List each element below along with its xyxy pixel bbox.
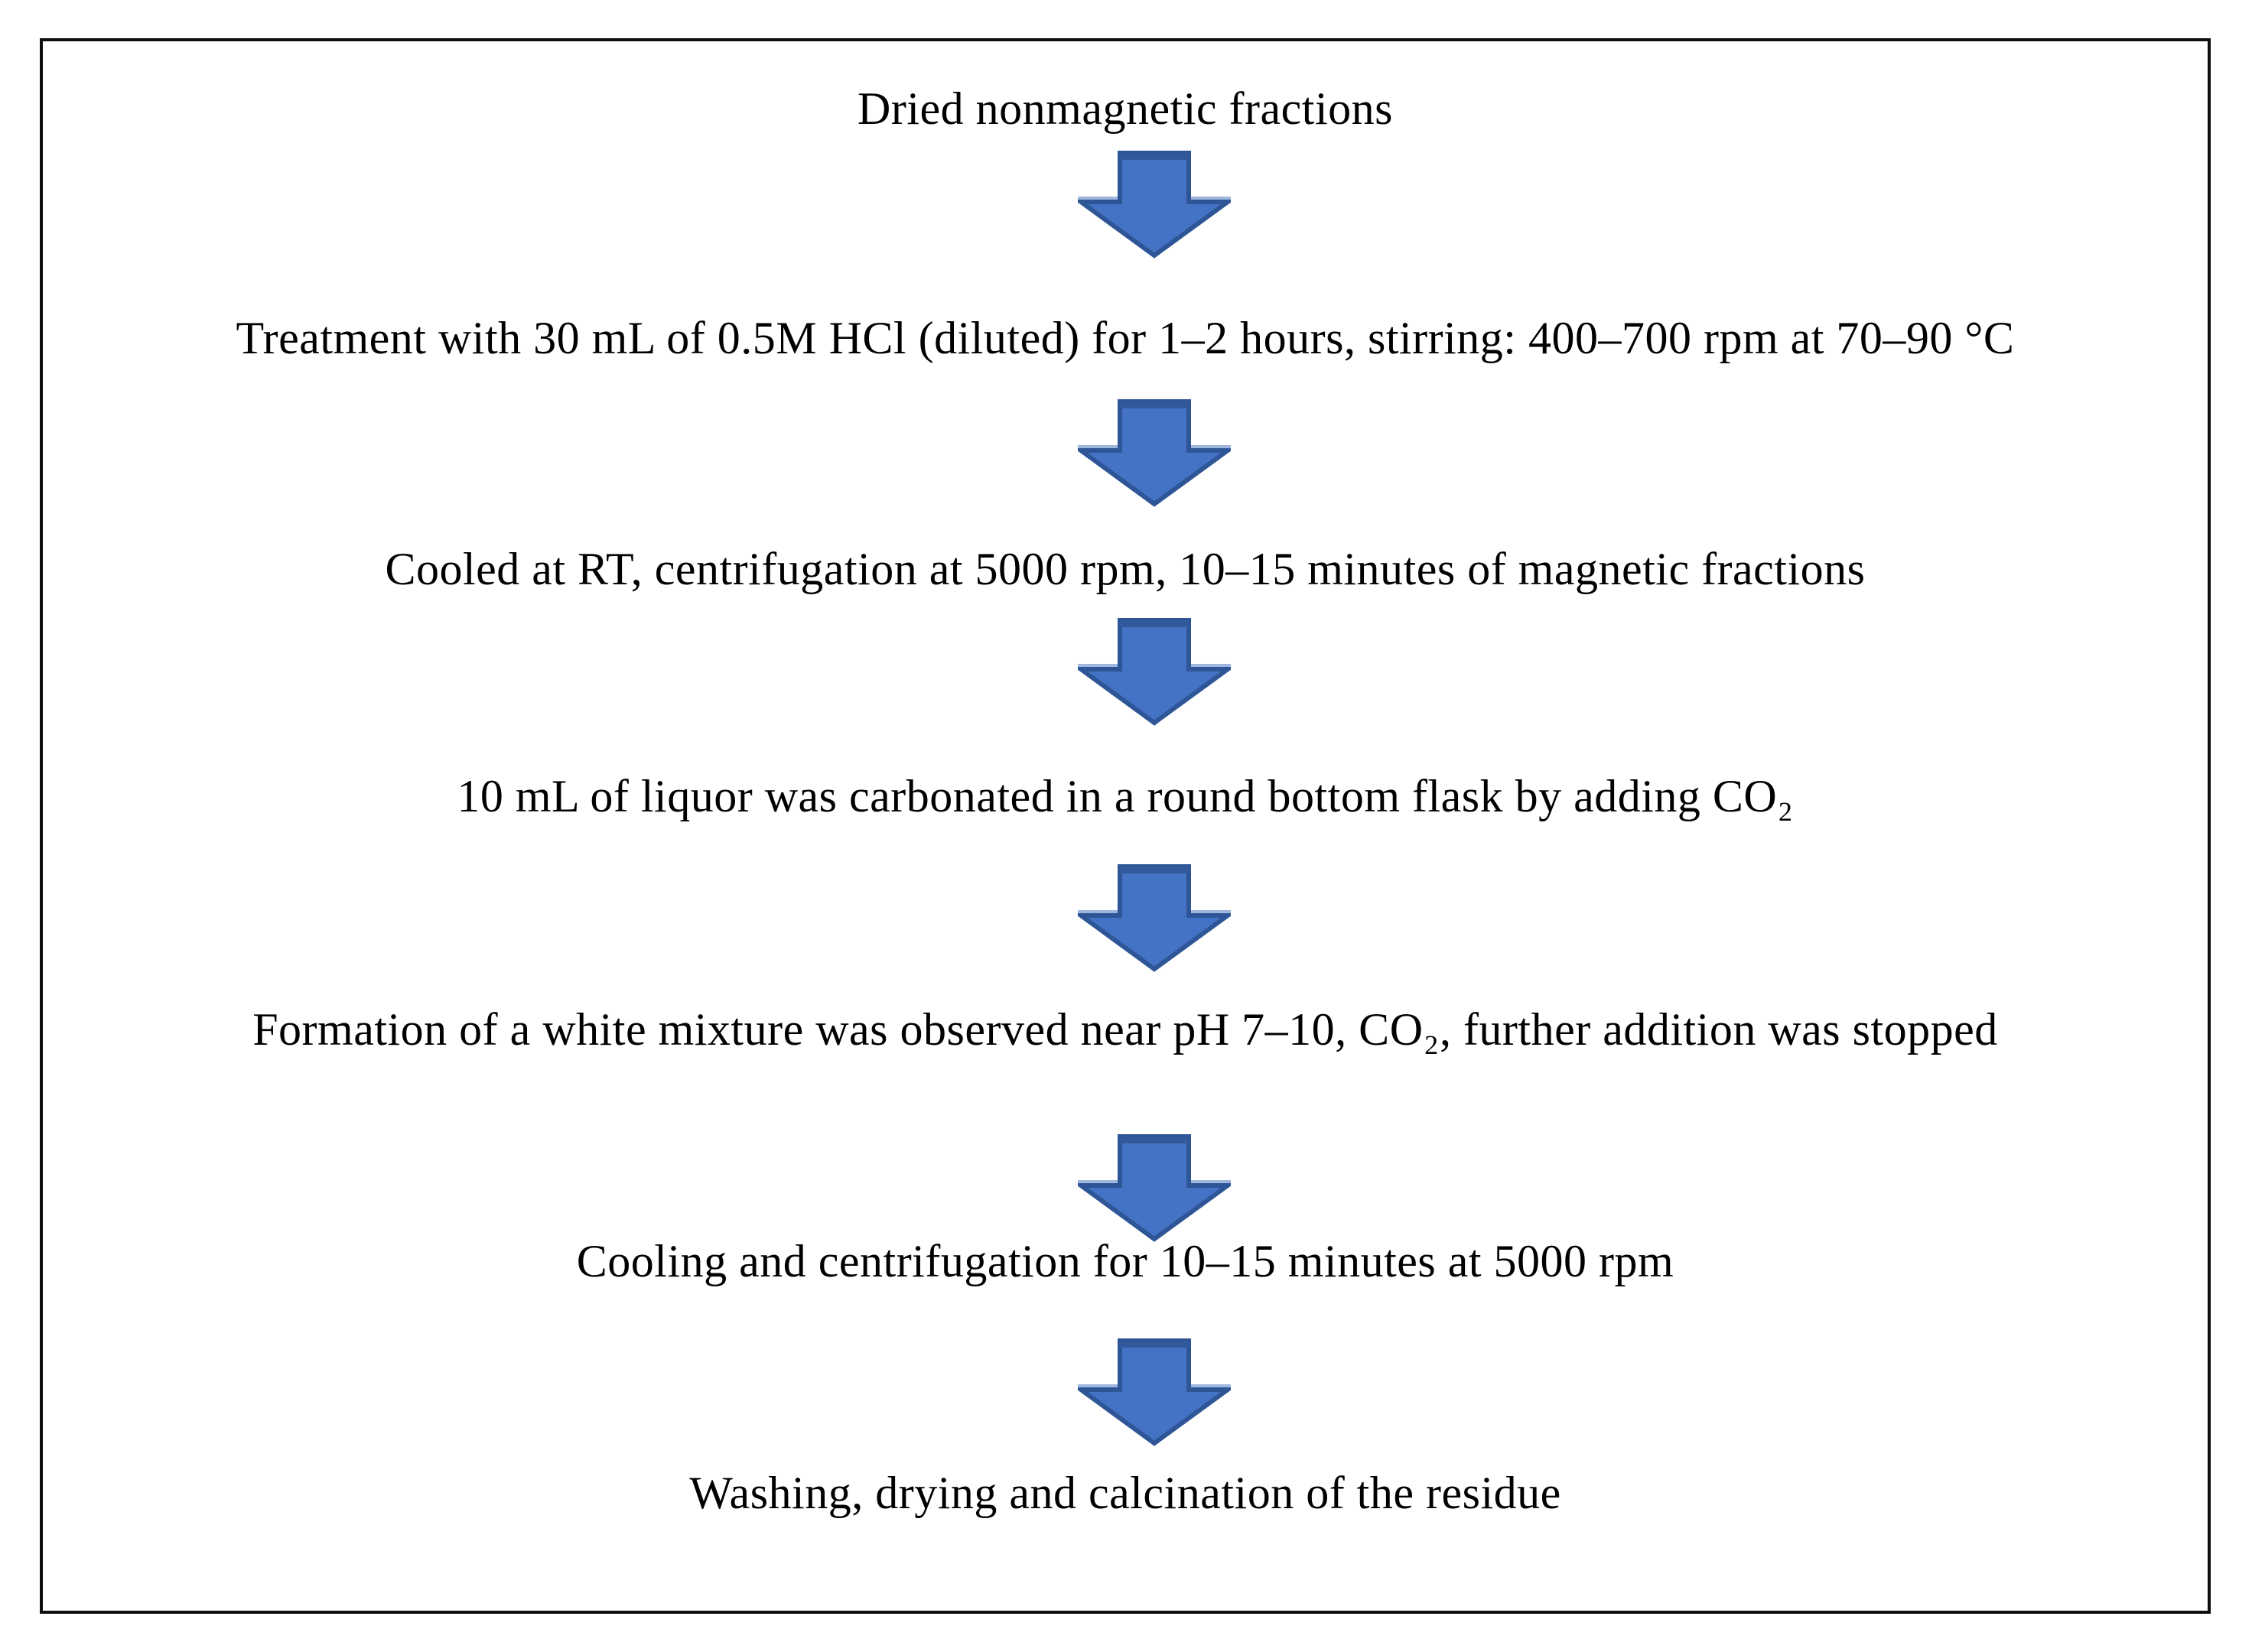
down-arrow-icon — [1078, 1338, 1231, 1446]
down-arrow-icon — [1078, 863, 1231, 972]
down-arrow-icon — [1078, 398, 1231, 507]
flowchart-step-2: Treatment with 30 mL of 0.5M HCl (dilute… — [236, 313, 2015, 363]
figure-frame: Dried nonmagnetic fractions Treatment wi… — [40, 38, 2211, 1614]
flowchart-step-3: Cooled at RT, centrifugation at 5000 rpm… — [385, 544, 1866, 594]
flowchart-step-1: Dried nonmagnetic fractions — [858, 83, 1393, 134]
down-arrow-icon — [1078, 150, 1231, 259]
flowchart-step-4: 10 mL of liquor was carbonated in a roun… — [457, 771, 1794, 821]
flowchart-step-6: Cooling and centrifugation for 10–15 min… — [576, 1236, 1674, 1286]
down-arrow-icon — [1078, 617, 1231, 726]
flowchart-step-7: Washing, drying and calcination of the r… — [689, 1468, 1561, 1518]
flowchart-step-5: Formation of a white mixture was observe… — [252, 1004, 1998, 1055]
down-arrow-icon — [1078, 1133, 1231, 1242]
